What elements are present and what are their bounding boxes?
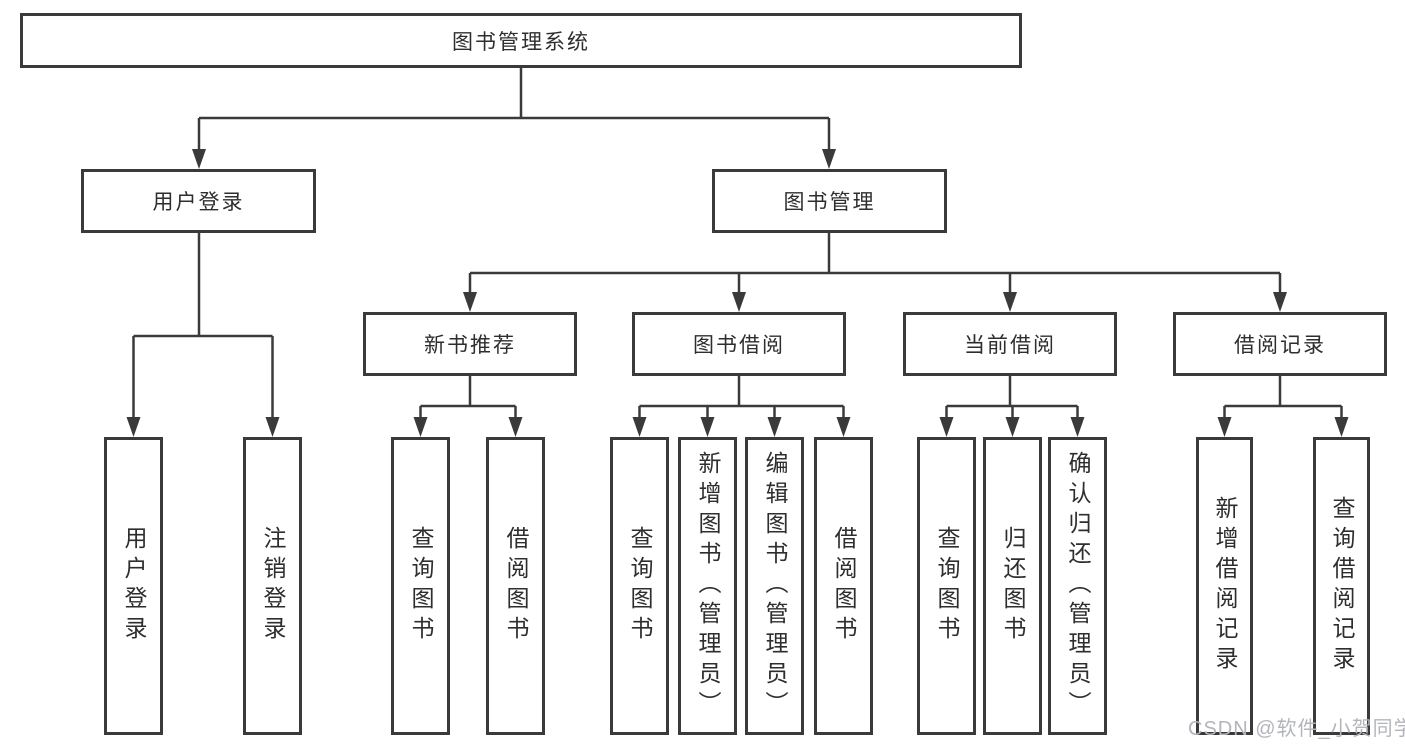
- leaf-query-book-recommend-label: 查询图书: [408, 526, 434, 646]
- node-new-book-recommend-label: 新书推荐: [424, 334, 516, 357]
- node-book-borrow-label: 图书借阅: [693, 334, 785, 357]
- node-book-management: 图书管理: [712, 169, 947, 233]
- node-library-system-label: 图书管理系统: [452, 30, 590, 54]
- leaf-logout-label: 注销登录: [260, 526, 286, 646]
- leaf-add-book-admin: 新增图书（管理员）: [678, 437, 737, 735]
- leaf-query-book-borrow-label: 查询图书: [627, 526, 653, 646]
- leaf-edit-book-admin: 编辑图书（管理员）: [745, 437, 804, 735]
- node-current-borrow: 当前借阅: [903, 312, 1117, 376]
- node-user-login-label: 用户登录: [152, 191, 245, 214]
- leaf-user-login: 用户登录: [104, 437, 163, 735]
- leaf-confirm-return-admin-label: 确认归还（管理员）: [1065, 451, 1091, 721]
- leaf-add-borrow-record-label: 新增借阅记录: [1212, 496, 1238, 676]
- node-current-borrow-label: 当前借阅: [964, 334, 1056, 357]
- leaf-borrow-book: 借阅图书: [814, 437, 873, 735]
- leaf-borrow-book-recommend: 借阅图书: [486, 437, 545, 735]
- leaf-query-book-current: 查询图书: [917, 437, 976, 735]
- node-library-system: 图书管理系统: [20, 13, 1022, 68]
- csdn-watermark: CSDN @软件_小贺同学: [1188, 718, 1405, 740]
- leaf-query-book-borrow: 查询图书: [610, 437, 669, 735]
- node-book-management-label: 图书管理: [783, 191, 876, 214]
- leaf-query-borrow-record-label: 查询借阅记录: [1329, 496, 1355, 676]
- node-book-borrow: 图书借阅: [632, 312, 846, 376]
- leaf-confirm-return-admin: 确认归还（管理员）: [1048, 437, 1107, 735]
- leaf-return-book-label: 归还图书: [1000, 526, 1026, 646]
- leaf-user-login-label: 用户登录: [121, 526, 147, 646]
- node-new-book-recommend: 新书推荐: [363, 312, 577, 376]
- leaf-logout: 注销登录: [243, 437, 302, 735]
- leaf-add-borrow-record: 新增借阅记录: [1196, 437, 1253, 735]
- leaf-edit-book-admin-label: 编辑图书（管理员）: [762, 451, 788, 721]
- leaf-query-book-recommend: 查询图书: [391, 437, 450, 735]
- leaf-borrow-book-recommend-label: 借阅图书: [503, 526, 529, 646]
- node-borrow-records-label: 借阅记录: [1234, 334, 1326, 357]
- node-user-login: 用户登录: [81, 169, 316, 233]
- leaf-query-borrow-record: 查询借阅记录: [1313, 437, 1370, 735]
- leaf-query-book-current-label: 查询图书: [934, 526, 960, 646]
- leaf-return-book: 归还图书: [983, 437, 1042, 735]
- leaf-add-book-admin-label: 新增图书（管理员）: [695, 451, 721, 721]
- node-borrow-records: 借阅记录: [1173, 312, 1387, 376]
- leaf-borrow-book-label: 借阅图书: [831, 526, 857, 646]
